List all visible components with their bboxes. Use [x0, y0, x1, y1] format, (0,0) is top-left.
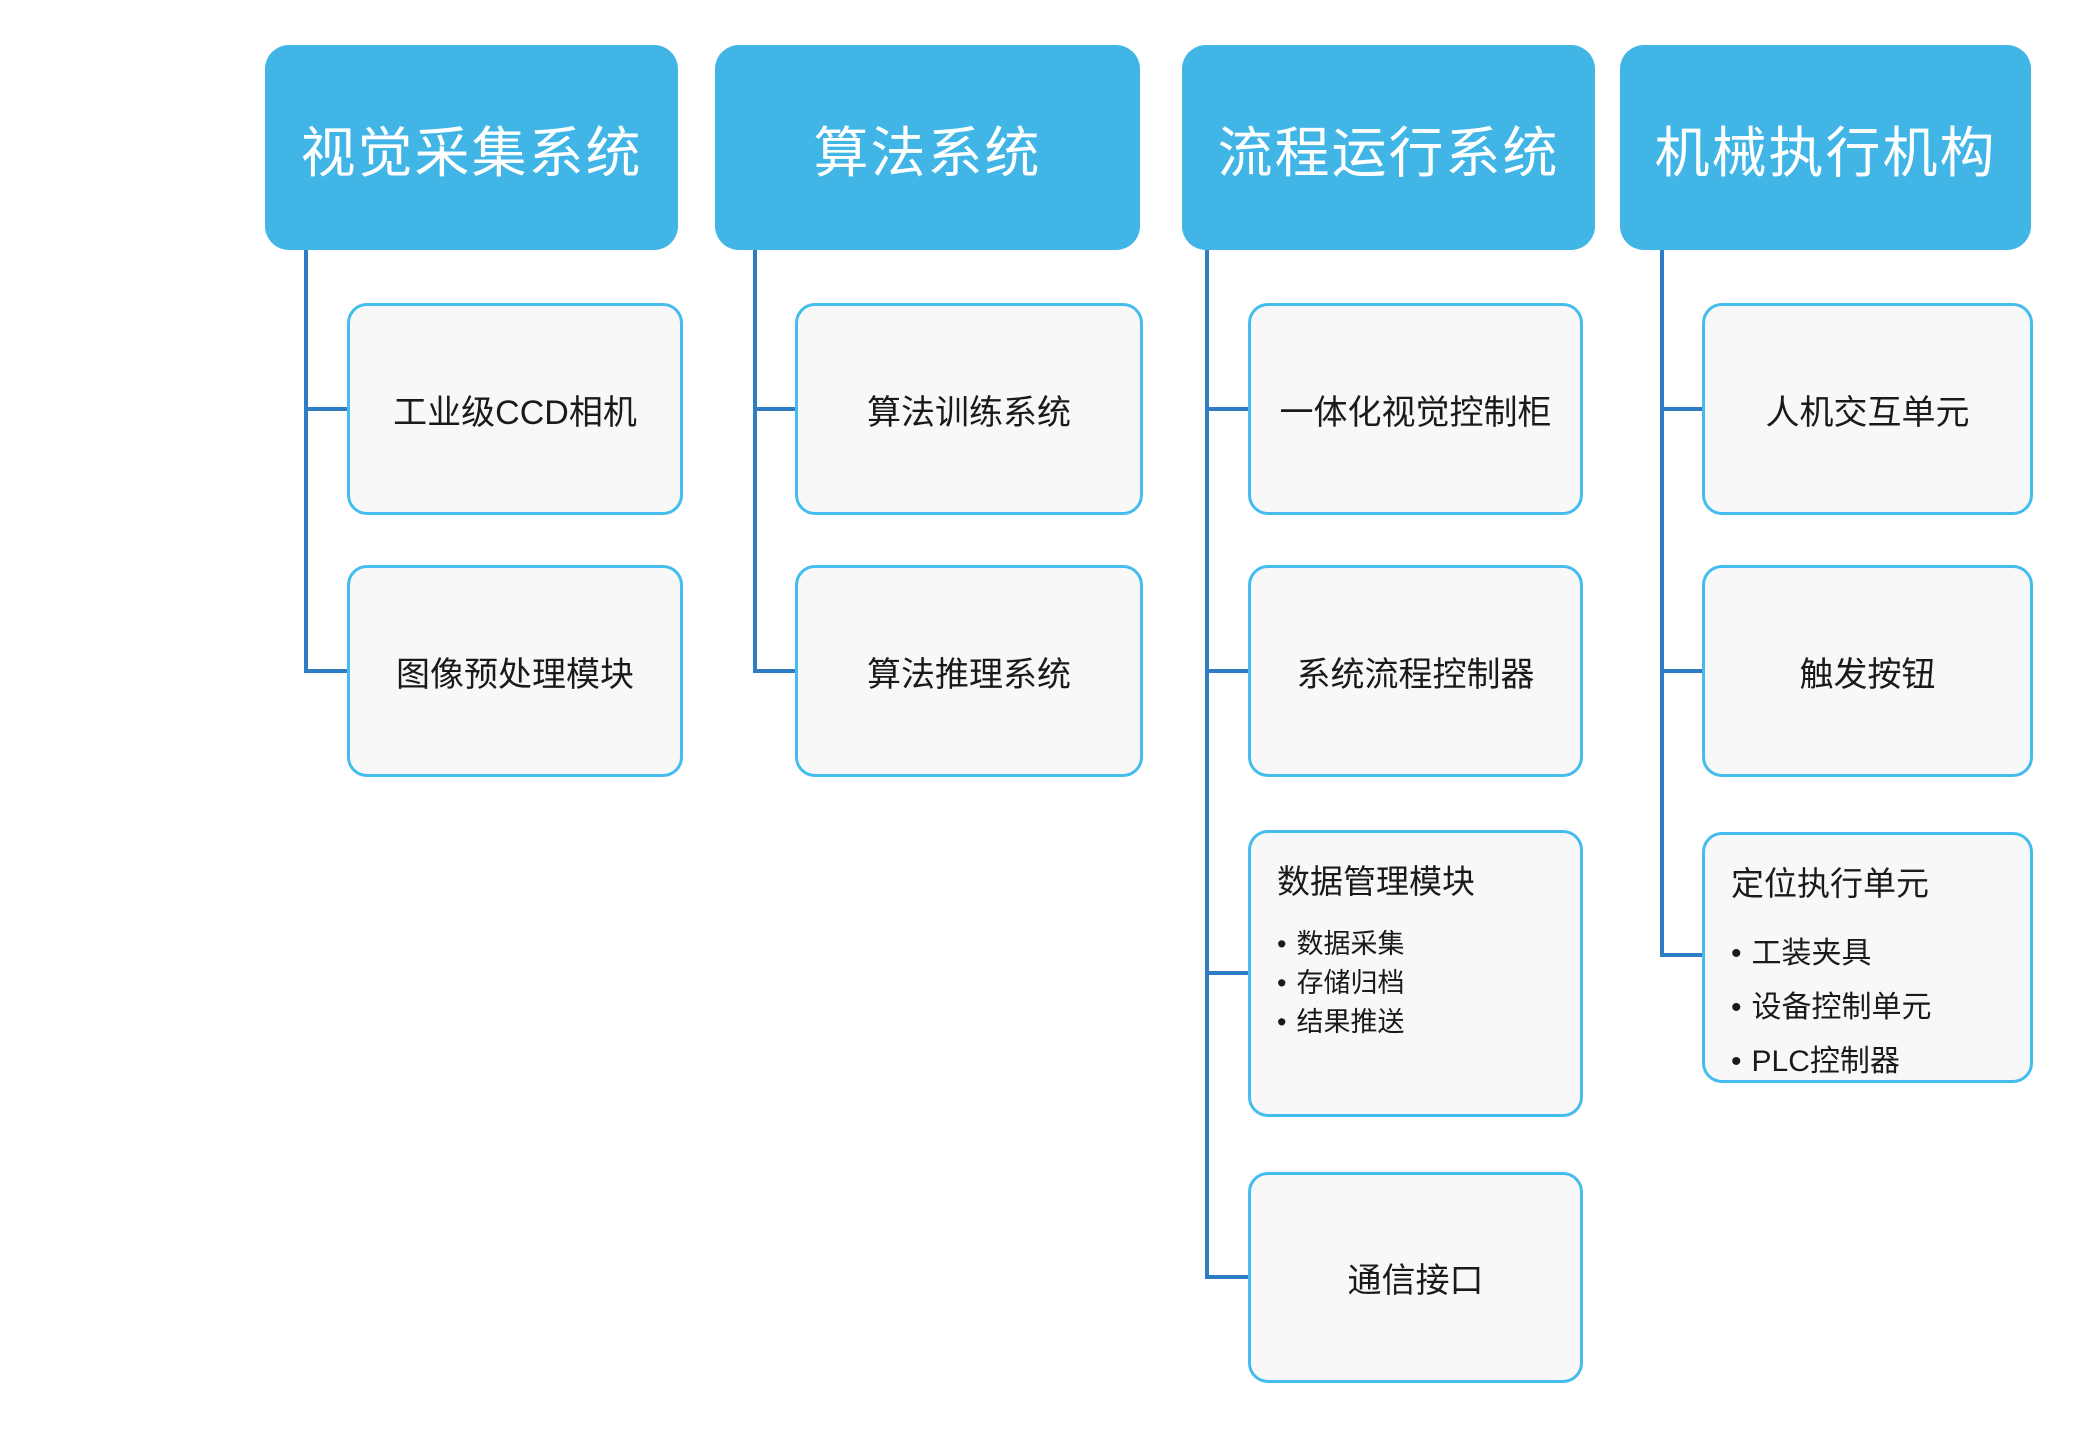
child-box-ccd-camera: 工业级CCD相机	[347, 303, 683, 515]
connector-trunk	[753, 250, 757, 673]
bullet-item: 数据采集	[1277, 925, 1570, 964]
connector-stub	[1205, 407, 1250, 411]
child-box-flow-controller: 系统流程控制器	[1248, 565, 1583, 777]
connector-stub	[1660, 407, 1704, 411]
bullet-item: 工装夹具	[1731, 927, 2020, 981]
column-header-mechanical: 机械执行机构	[1620, 45, 2031, 250]
column-header-process: 流程运行系统	[1182, 45, 1595, 250]
connector-stub	[1205, 971, 1250, 975]
child-box-algo-inference: 算法推理系统	[795, 565, 1143, 777]
connector-stub	[1660, 669, 1704, 673]
column-title: 流程运行系统	[1217, 121, 1560, 184]
bullet-item: 存储归档	[1277, 964, 1570, 1003]
child-box-comm-interface: 通信接口	[1248, 1172, 1583, 1383]
child-box-positioning-unit: 定位执行单元 工装夹具 设备控制单元 PLC控制器	[1702, 832, 2033, 1083]
connector-stub	[1660, 953, 1704, 957]
child-label: 通信接口	[1347, 1262, 1484, 1300]
child-label: 图像预处理模块	[396, 655, 634, 694]
connector-stub	[753, 407, 797, 411]
child-label: 定位执行单元	[1731, 865, 1929, 902]
column-header-algorithm: 算法系统	[715, 45, 1140, 250]
column-title: 机械执行机构	[1654, 121, 1997, 184]
child-label: 算法推理系统	[867, 655, 1071, 694]
connector-stub	[1205, 1275, 1250, 1279]
column-title: 视觉采集系统	[300, 121, 643, 184]
bullet-item: 设备控制单元	[1731, 981, 2020, 1035]
column-header-vision: 视觉采集系统	[265, 45, 678, 250]
connector-stub	[304, 669, 349, 673]
bullet-item: 结果推送	[1277, 1003, 1570, 1042]
child-box-vision-cabinet: 一体化视觉控制柜	[1248, 303, 1583, 515]
child-label: 一体化视觉控制柜	[1279, 393, 1552, 432]
connector-trunk	[304, 250, 308, 673]
child-label: 人机交互单元	[1765, 393, 1970, 432]
column-title: 算法系统	[813, 121, 1042, 184]
child-box-image-preprocess: 图像预处理模块	[347, 565, 683, 777]
child-box-algo-training: 算法训练系统	[795, 303, 1143, 515]
connector-trunk	[1205, 250, 1209, 1279]
child-label: 算法训练系统	[867, 393, 1071, 432]
connector-trunk	[1660, 250, 1664, 957]
child-label: 系统流程控制器	[1296, 655, 1535, 694]
connector-stub	[304, 407, 349, 411]
child-box-trigger-button: 触发按钮	[1702, 565, 2033, 777]
child-label: 触发按钮	[1799, 655, 1936, 694]
connector-stub	[753, 669, 797, 673]
child-label: 数据管理模块	[1277, 863, 1475, 900]
child-box-data-management: 数据管理模块 数据采集 存储归档 结果推送	[1248, 830, 1583, 1117]
connector-stub	[1205, 669, 1250, 673]
child-label: 工业级CCD相机	[393, 393, 637, 432]
child-box-hmi-unit: 人机交互单元	[1702, 303, 2033, 515]
bullet-item: PLC控制器	[1731, 1035, 2020, 1089]
